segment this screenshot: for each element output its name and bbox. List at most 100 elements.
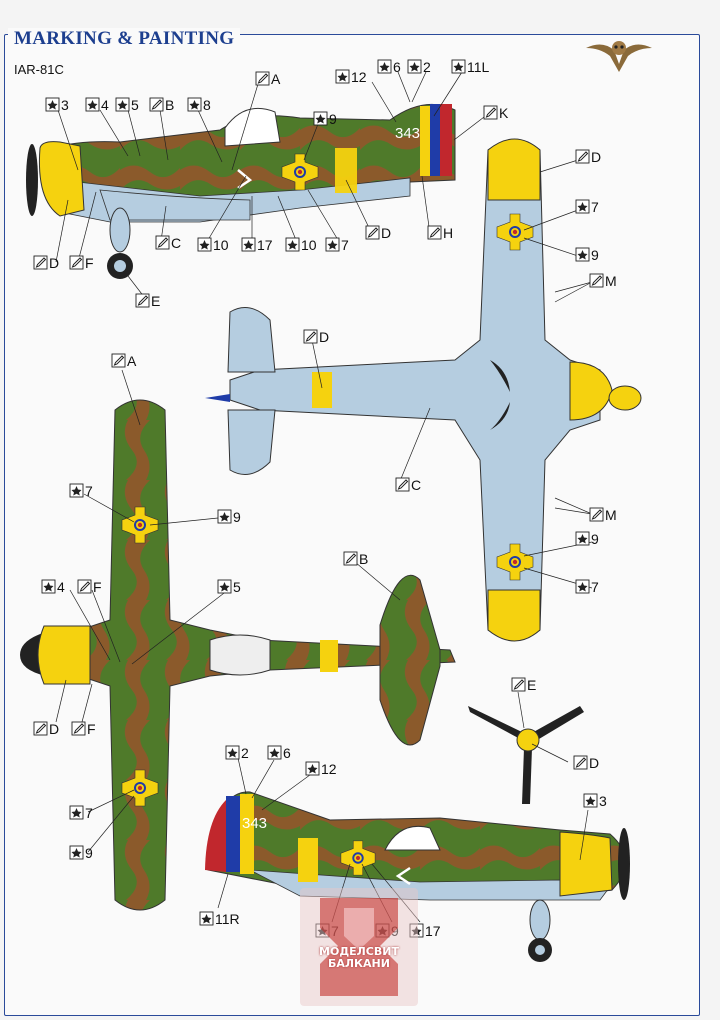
star-icon — [577, 534, 588, 544]
brush-glyph-icon — [151, 99, 163, 110]
page-title: MARKING & PAINTING — [8, 28, 241, 50]
star-icon — [189, 100, 200, 110]
star-icon — [327, 240, 338, 250]
paint-callout-D: D — [33, 721, 59, 737]
callout-label: D — [49, 721, 59, 737]
callout-label: 4 — [57, 579, 65, 595]
callout-label: 12 — [321, 761, 337, 777]
paint-callout-F: F — [71, 721, 96, 737]
star-icon — [315, 114, 326, 124]
callout-label: 7 — [591, 199, 599, 215]
callout-label: 5 — [233, 579, 241, 595]
brush-glyph-icon — [35, 723, 47, 734]
model-name: IAR-81C — [14, 62, 64, 77]
callout-label: 9 — [85, 845, 93, 861]
decal-callout-17: 17 — [241, 237, 273, 253]
star-icon — [337, 72, 348, 82]
brush-glyph-icon — [137, 295, 149, 306]
decal-callout-9: 9 — [575, 247, 599, 263]
decal-callout-10: 10 — [285, 237, 317, 253]
publisher-logo-text: МОДЕЛСВИТ БАЛКАНИ — [300, 946, 418, 970]
decal-callout-9: 9 — [575, 531, 599, 547]
decal-callout-4: 4 — [85, 97, 109, 113]
paint-callout-C: C — [395, 477, 421, 493]
callout-label: 5 — [131, 97, 139, 113]
star-icon — [43, 582, 54, 592]
brush-glyph-icon — [113, 355, 125, 366]
decal-callout-7: 7 — [575, 199, 599, 215]
star-icon — [201, 914, 212, 924]
callout-label: 2 — [241, 745, 249, 761]
callout-label: 7 — [341, 237, 349, 253]
star-icon — [47, 100, 58, 110]
star-icon — [411, 926, 422, 936]
star-icon — [577, 202, 588, 212]
callout-label: B — [359, 551, 368, 567]
decal-callout-7: 7 — [69, 805, 93, 821]
paint-callout-B: B — [149, 97, 174, 113]
owl-logo-icon — [586, 41, 652, 72]
decal-callout-9: 9 — [69, 845, 93, 861]
brush-glyph-icon — [157, 237, 169, 248]
callout-label: 7 — [591, 579, 599, 595]
brush-glyph-icon — [577, 151, 589, 162]
callout-label: M — [605, 507, 617, 523]
decal-callout-4: 4 — [41, 579, 65, 595]
callout-label: D — [49, 255, 59, 271]
decal-callout-10: 10 — [197, 237, 229, 253]
paint-callout-M: M — [589, 273, 617, 289]
star-icon — [577, 582, 588, 592]
callout-label: F — [85, 255, 94, 271]
star-icon — [227, 748, 238, 758]
decal-callout-11R: 11R — [199, 911, 240, 927]
paint-callout-F: F — [77, 579, 102, 595]
side-profile-right: 343 — [205, 791, 630, 962]
decal-callout-12: 12 — [335, 69, 367, 85]
aircraft-code-bottom: 343 — [242, 815, 267, 832]
callout-label: 9 — [329, 111, 337, 127]
decal-callout-2: 2 — [407, 59, 431, 75]
paint-callout-K: K — [483, 105, 509, 121]
callout-label: 3 — [599, 793, 607, 809]
callout-label: 7 — [85, 483, 93, 499]
decal-callout-9: 9 — [217, 509, 241, 525]
publisher-logo-line1: МОДЕЛСВИТ — [319, 945, 399, 958]
paint-callout-D: D — [33, 255, 59, 271]
callout-label: 9 — [591, 531, 599, 547]
callout-label: 17 — [257, 237, 273, 253]
star-icon — [199, 240, 210, 250]
paint-callout-D: D — [365, 225, 391, 241]
star-icon — [409, 62, 420, 72]
brush-glyph-icon — [485, 107, 497, 118]
brush-glyph-icon — [35, 257, 47, 268]
decal-callout-11L: 11L — [451, 59, 490, 75]
callout-label: A — [127, 353, 137, 369]
decal-callout-5: 5 — [217, 579, 241, 595]
callout-label: 3 — [61, 97, 69, 113]
callout-label: E — [527, 677, 536, 693]
decal-callout-7: 7 — [325, 237, 349, 253]
callout-label: D — [319, 329, 329, 345]
brush-glyph-icon — [79, 581, 91, 592]
paint-callout-E: E — [135, 293, 160, 309]
decal-callout-3: 3 — [583, 793, 607, 809]
star-icon — [269, 748, 280, 758]
brush-glyph-icon — [257, 73, 269, 84]
callout-label: 10 — [301, 237, 317, 253]
brush-glyph-icon — [305, 331, 317, 342]
decal-callout-2: 2 — [225, 745, 249, 761]
callout-label: M — [605, 273, 617, 289]
callout-label: 4 — [101, 97, 109, 113]
star-icon — [585, 796, 596, 806]
callout-label: C — [411, 477, 421, 493]
callout-label: 9 — [591, 247, 599, 263]
brush-glyph-icon — [73, 723, 85, 734]
star-icon — [453, 62, 464, 72]
paint-callout-B: B — [343, 551, 368, 567]
callout-label: D — [591, 149, 601, 165]
callout-label: 11R — [215, 911, 240, 927]
callout-label: 6 — [283, 745, 291, 761]
brush-glyph-icon — [575, 757, 587, 768]
